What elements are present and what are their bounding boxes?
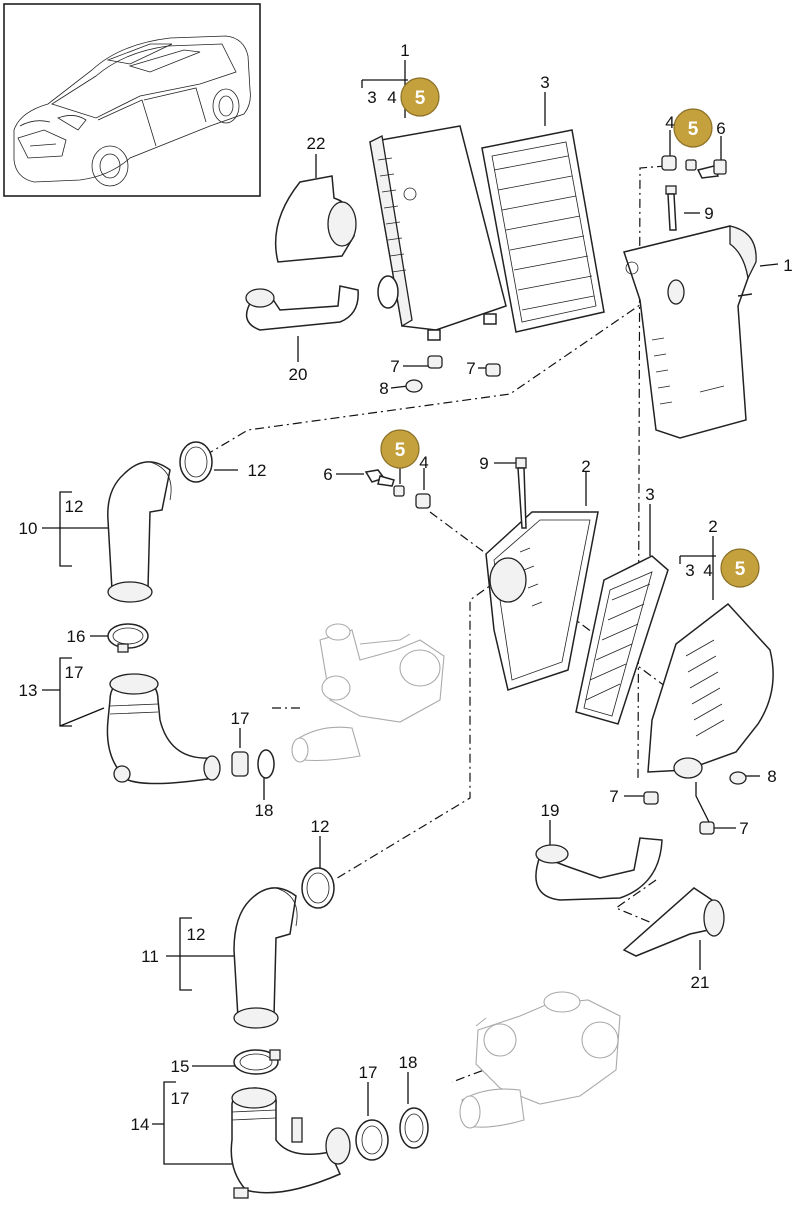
turbocharger-lower-grey <box>459 991 621 1129</box>
label-7-c: 7 <box>609 787 618 806</box>
label-14: 14 <box>131 1115 150 1134</box>
label-18-a: 18 <box>255 801 274 820</box>
label-13: 13 <box>19 681 38 700</box>
label-22: 22 <box>307 134 326 153</box>
label-4-top: 4 <box>387 88 396 107</box>
label-17-c: 17 <box>171 1089 190 1108</box>
badge-5-right: 5 <box>673 108 713 148</box>
label-12-a: 12 <box>248 461 267 480</box>
seal-ring-12-lower <box>301 867 335 909</box>
intake-hose-19 <box>535 837 663 901</box>
intake-hose-20 <box>245 285 359 331</box>
badge-5-mid-text: 5 <box>395 440 406 461</box>
clamp-15 <box>233 1049 281 1075</box>
charge-pipe-11 <box>233 887 298 1029</box>
label-7-a: 7 <box>390 357 399 376</box>
badge-5-top-text: 5 <box>415 88 426 109</box>
intake-duct-21 <box>622 887 725 957</box>
label-4-right: 4 <box>665 113 674 132</box>
clamp-18-upper <box>257 749 275 779</box>
badge-5-top: 5 <box>400 77 440 117</box>
sleeve-17-lower <box>355 1119 389 1161</box>
sleeve-17-upper <box>231 751 249 777</box>
air-filter-housing-lower-left <box>485 511 599 691</box>
clamp-18-lower <box>399 1107 429 1149</box>
badge-5-mid: 5 <box>380 429 420 469</box>
label-7-b: 7 <box>466 359 475 378</box>
turbocharger-upper-grey <box>291 623 445 763</box>
label-21: 21 <box>691 973 710 992</box>
screw-set-upper-right <box>661 155 727 231</box>
air-filter-element-lower <box>575 555 669 725</box>
label-12-b: 12 <box>65 497 84 516</box>
label-4-mid: 4 <box>419 453 428 472</box>
label-2-mid: 2 <box>581 457 590 476</box>
part-labels: 1 3 4 3 22 20 7 8 7 4 6 9 1 12 12 10 6 4… <box>19 41 793 1134</box>
screw-set-middle <box>364 457 527 529</box>
label-4-right2: 4 <box>703 561 712 580</box>
label-12-c: 12 <box>311 817 330 836</box>
rubber-mounts-top <box>405 355 501 393</box>
leader-lines <box>42 60 779 1165</box>
label-9-right: 9 <box>704 204 713 223</box>
label-17-d: 17 <box>359 1063 378 1082</box>
vehicle-thumbnail <box>3 3 261 197</box>
label-8-b: 8 <box>767 767 776 786</box>
label-12-d: 12 <box>187 925 206 944</box>
air-filter-housing-upper-right <box>623 225 757 439</box>
intake-duct-22 <box>274 175 357 263</box>
label-16: 16 <box>67 627 86 646</box>
label-9-mid: 9 <box>479 454 488 473</box>
label-3-top: 3 <box>367 88 376 107</box>
label-18-b: 18 <box>399 1053 418 1072</box>
seal-ring-12-upper <box>179 441 213 483</box>
label-19: 19 <box>541 801 560 820</box>
label-8-a: 8 <box>379 379 388 398</box>
charge-pipe-10 <box>107 461 172 603</box>
badge-5-right-text: 5 <box>688 119 699 140</box>
label-17-a: 17 <box>65 663 84 682</box>
label-17-b: 17 <box>231 709 250 728</box>
label-1-right: 1 <box>783 256 792 275</box>
label-3-mid: 3 <box>645 485 654 504</box>
air-filter-element-upper <box>481 129 605 333</box>
label-3-filter-top: 3 <box>540 73 549 92</box>
label-7-d: 7 <box>739 819 748 838</box>
badge-5-right2: 5 <box>720 548 760 588</box>
air-filter-housing-lower-right <box>647 602 774 779</box>
label-3-right: 3 <box>685 561 694 580</box>
label-2-right: 2 <box>708 517 717 536</box>
label-6-mid: 6 <box>323 465 332 484</box>
label-11: 11 <box>141 947 159 966</box>
label-15: 15 <box>171 1057 190 1076</box>
label-10: 10 <box>19 519 38 538</box>
label-6-right: 6 <box>716 119 725 138</box>
intake-pipe-13 <box>106 673 221 785</box>
label-1-top: 1 <box>400 41 409 60</box>
intake-pipe-14 <box>230 1087 351 1199</box>
mounts-lower-right <box>643 771 747 835</box>
clamp-16 <box>107 623 149 653</box>
label-20: 20 <box>289 365 308 384</box>
badge-5-right2-text: 5 <box>735 559 746 580</box>
air-filter-housing-upper-left <box>369 125 507 341</box>
